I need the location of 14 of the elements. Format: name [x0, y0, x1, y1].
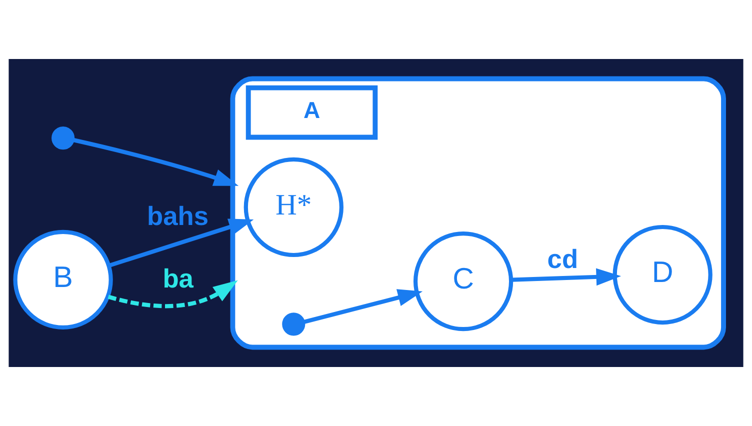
node-circle: C — [413, 232, 514, 332]
edge-label: bahs — [147, 201, 209, 232]
node-circle: D — [612, 224, 712, 325]
node-circle: B — [13, 230, 113, 330]
arrow — [72, 138, 239, 186]
node-circle — [282, 312, 306, 336]
node-circle: H* — [244, 157, 344, 258]
arrow — [108, 218, 254, 268]
arrow — [302, 289, 423, 324]
arrow — [511, 268, 622, 286]
edge-label: ba — [162, 264, 194, 294]
node-circle — [52, 126, 75, 150]
arrow — [108, 280, 238, 308]
edge-label: cd — [547, 244, 578, 274]
